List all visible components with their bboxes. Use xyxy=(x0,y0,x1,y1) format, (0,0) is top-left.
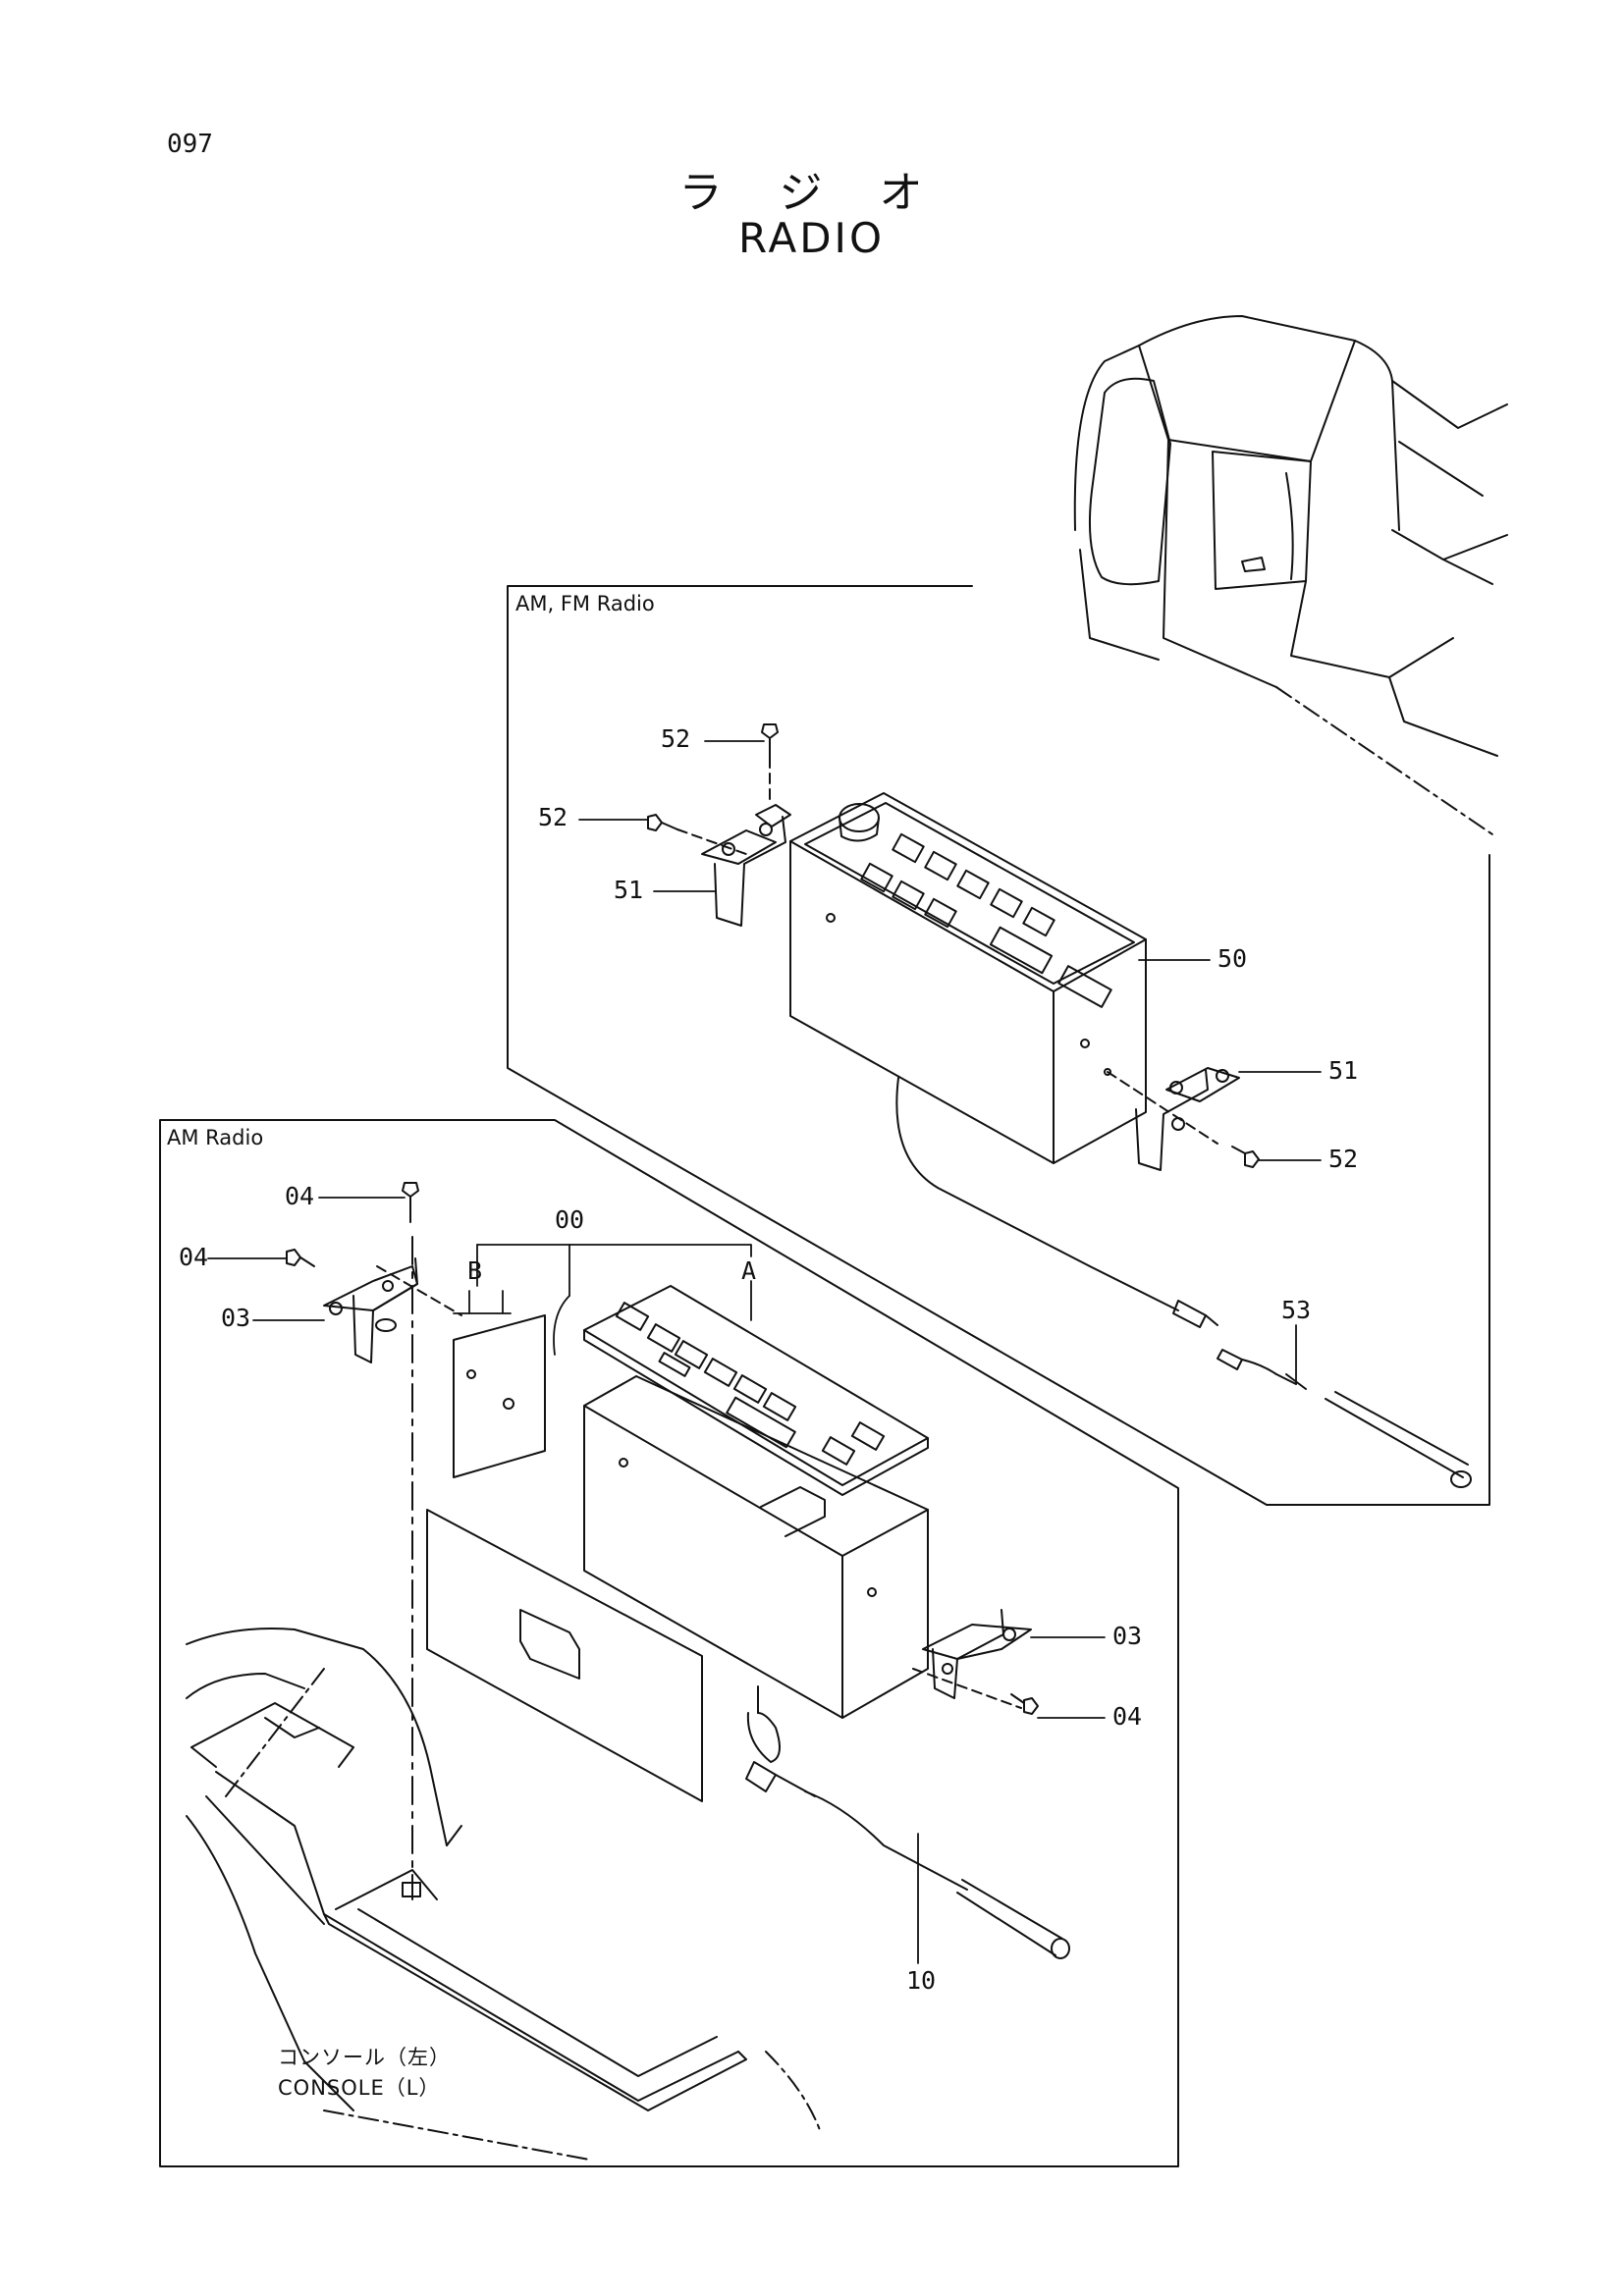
am-fm-radio-icon xyxy=(789,792,1147,1267)
bolt-04-icon xyxy=(286,1182,1039,1715)
am-radio-label: AM Radio xyxy=(167,1126,264,1149)
callout-04-top: 04 xyxy=(285,1182,315,1210)
am-fm-frame xyxy=(507,585,1490,1506)
page-number: 097 xyxy=(167,130,213,159)
bracket-51-left-icon xyxy=(701,804,791,927)
callout-03-right: 03 xyxy=(1112,1622,1143,1650)
callout-03-left: 03 xyxy=(221,1304,251,1332)
bolt-52-icon xyxy=(647,723,1260,1168)
antenna-cable-53-icon xyxy=(1089,1265,1472,1488)
console-label: CONSOLE（L） xyxy=(278,2076,441,2100)
callout-50: 50 xyxy=(1217,944,1248,973)
callout-a: A xyxy=(741,1256,757,1285)
callout-04-left: 04 xyxy=(179,1243,209,1271)
callout-51-left: 51 xyxy=(614,876,644,904)
am-radio-icon xyxy=(583,1285,929,1719)
leader-lines xyxy=(207,740,1322,1964)
excavator-cab-icon xyxy=(1073,315,1508,835)
page-title: RADIO xyxy=(738,214,885,262)
callout-53: 53 xyxy=(1281,1296,1312,1324)
callout-10: 10 xyxy=(906,1966,937,1995)
callout-b: B xyxy=(467,1256,483,1285)
bracket-03-left-icon xyxy=(323,1257,418,1363)
callout-00: 00 xyxy=(555,1205,585,1234)
console-label-jp: コンソール（左） xyxy=(278,2046,451,2069)
face-plate-b-icon xyxy=(453,1314,546,1478)
cover-plate-icon xyxy=(426,1509,703,1802)
antenna-cable-10-icon xyxy=(745,1685,1070,1959)
page-title-jp: ラ ジ オ xyxy=(678,168,945,218)
assembly-axis-lines xyxy=(376,757,1218,1900)
bracket-03-right-icon xyxy=(922,1609,1032,1699)
am-fm-radio-label: AM, FM Radio xyxy=(515,592,655,615)
console-icon xyxy=(186,1628,821,2161)
callout-51-right: 51 xyxy=(1328,1056,1359,1085)
callout-04-right: 04 xyxy=(1112,1702,1143,1731)
callout-52-top: 52 xyxy=(661,724,691,753)
am-frame xyxy=(159,1119,1179,2167)
callout-52-right: 52 xyxy=(1328,1145,1359,1173)
bracket-51-right-icon xyxy=(1104,1067,1240,1171)
callout-52-left: 52 xyxy=(538,803,568,831)
